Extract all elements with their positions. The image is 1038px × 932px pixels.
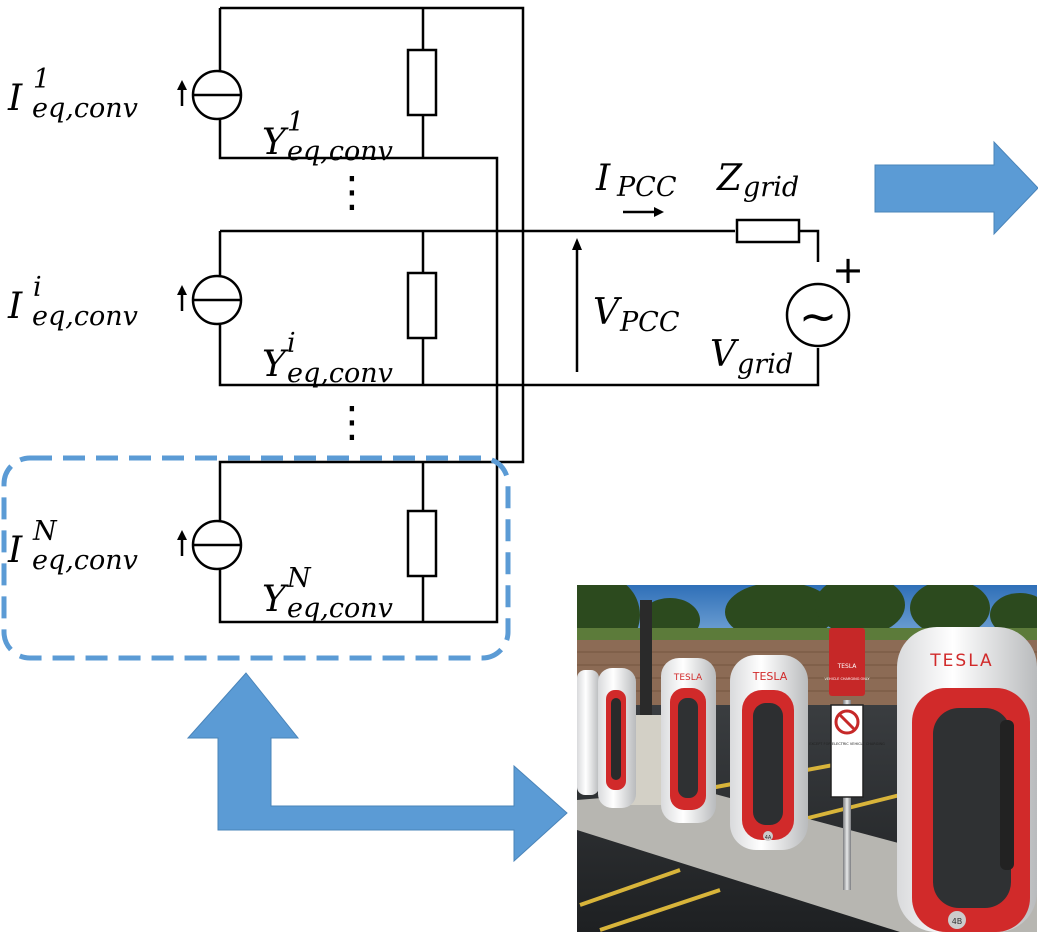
charger-4: TESLA 4A [730,655,808,850]
label-y-eq-conv-n: Y N eq,conv [262,563,393,624]
svg-text:4B: 4B [952,917,963,926]
svg-text:i: i [33,272,42,303]
source-direction-arrows [177,80,187,556]
signpost: TESLA VEHICLE CHARGING ONLY EXCEPT FOR E… [809,628,885,890]
svg-text:PCC: PCC [616,172,677,203]
label-ipcc: I PCC [595,158,677,203]
svg-text:TESLA: TESLA [752,670,788,683]
admittance-box-i [406,271,438,340]
svg-text:TESLA: TESLA [673,673,703,683]
svg-text:1: 1 [33,64,50,95]
charger-1 [577,670,599,795]
svg-text:VEHICLE CHARGING ONLY: VEHICLE CHARGING ONLY [824,677,870,681]
svg-text:grid: grid [737,349,793,380]
charger-5: TESLA 4B [897,627,1037,932]
label-y-eq-conv-i: Y i eq,conv [262,328,393,389]
admittance-box-n [406,509,438,578]
svg-text:Y: Y [262,122,289,163]
svg-text:I: I [7,530,23,571]
label-i-eq-conv-i: I i eq,conv [7,272,138,332]
highlight-dashed-box [1,455,511,661]
svg-text:eq,conv: eq,conv [32,301,138,332]
branch1-top-wire [220,6,525,464]
svg-text:TESLA: TESLA [929,651,993,671]
svg-text:eq,conv: eq,conv [32,93,138,124]
svg-text:I: I [7,78,23,119]
ipcc-arrow [623,207,664,217]
svg-text:N: N [32,516,58,547]
label-vpcc: V PCC [593,292,680,338]
svg-text:I: I [595,158,611,199]
svg-text:1: 1 [287,107,304,138]
charger-2 [598,668,636,808]
ac-symbol: ~ [799,289,838,343]
circuit-wiring [218,6,820,624]
ellipsis-bottom: ⋮ [331,397,373,446]
ellipsis-top: ⋮ [331,167,373,216]
svg-text:Y: Y [262,344,289,385]
svg-text:Y: Y [262,579,289,620]
svg-text:eq,conv: eq,conv [32,545,138,576]
svg-text:eq,conv: eq,conv [287,136,393,167]
svg-text:EXCEPT FOR ELECTRIC VEHICLE CH: EXCEPT FOR ELECTRIC VEHICLE CHARGING [809,742,885,746]
svg-text:I: I [7,286,23,327]
label-i-eq-conv-1: I 1 eq,conv [7,64,138,124]
ev-charger-photo: TESLA TESLA 4A TESLA VEHICLE CHARGING ON… [577,585,1037,932]
label-i-eq-conv-n: I N eq,conv [7,516,138,576]
grid-impedance-box [735,218,801,244]
grid-voltage-source: ~ + [785,248,864,348]
right-arrow-icon [874,140,1038,236]
vpcc-arrow [572,238,582,372]
label-zgrid: Z grid [716,158,799,203]
label-vgrid: V grid [710,334,793,380]
current-source-n [191,519,243,571]
current-source-1 [191,69,243,121]
svg-text:eq,conv: eq,conv [287,593,393,624]
branch1-bottom-wire [218,8,499,462]
charger-3: TESLA [661,658,716,823]
svg-text:PCC: PCC [619,307,680,338]
bidirectional-arrow-icon [186,672,568,863]
svg-text:V: V [710,334,740,375]
svg-text:Z: Z [716,158,743,199]
svg-text:4A: 4A [765,835,772,841]
current-source-i [191,274,243,326]
svg-text:i: i [287,328,296,359]
svg-text:N: N [286,563,312,594]
grid-top-wire [799,229,820,262]
admittance-box-1 [406,48,438,117]
svg-text:TESLA: TESLA [837,663,858,670]
svg-text:eq,conv: eq,conv [287,358,393,389]
svg-text:grid: grid [743,172,799,203]
light-pole [640,600,652,740]
plus-sign: + [832,248,864,292]
label-y-eq-conv-1: Y 1 eq,conv [262,107,393,167]
svg-text:V: V [593,292,623,333]
